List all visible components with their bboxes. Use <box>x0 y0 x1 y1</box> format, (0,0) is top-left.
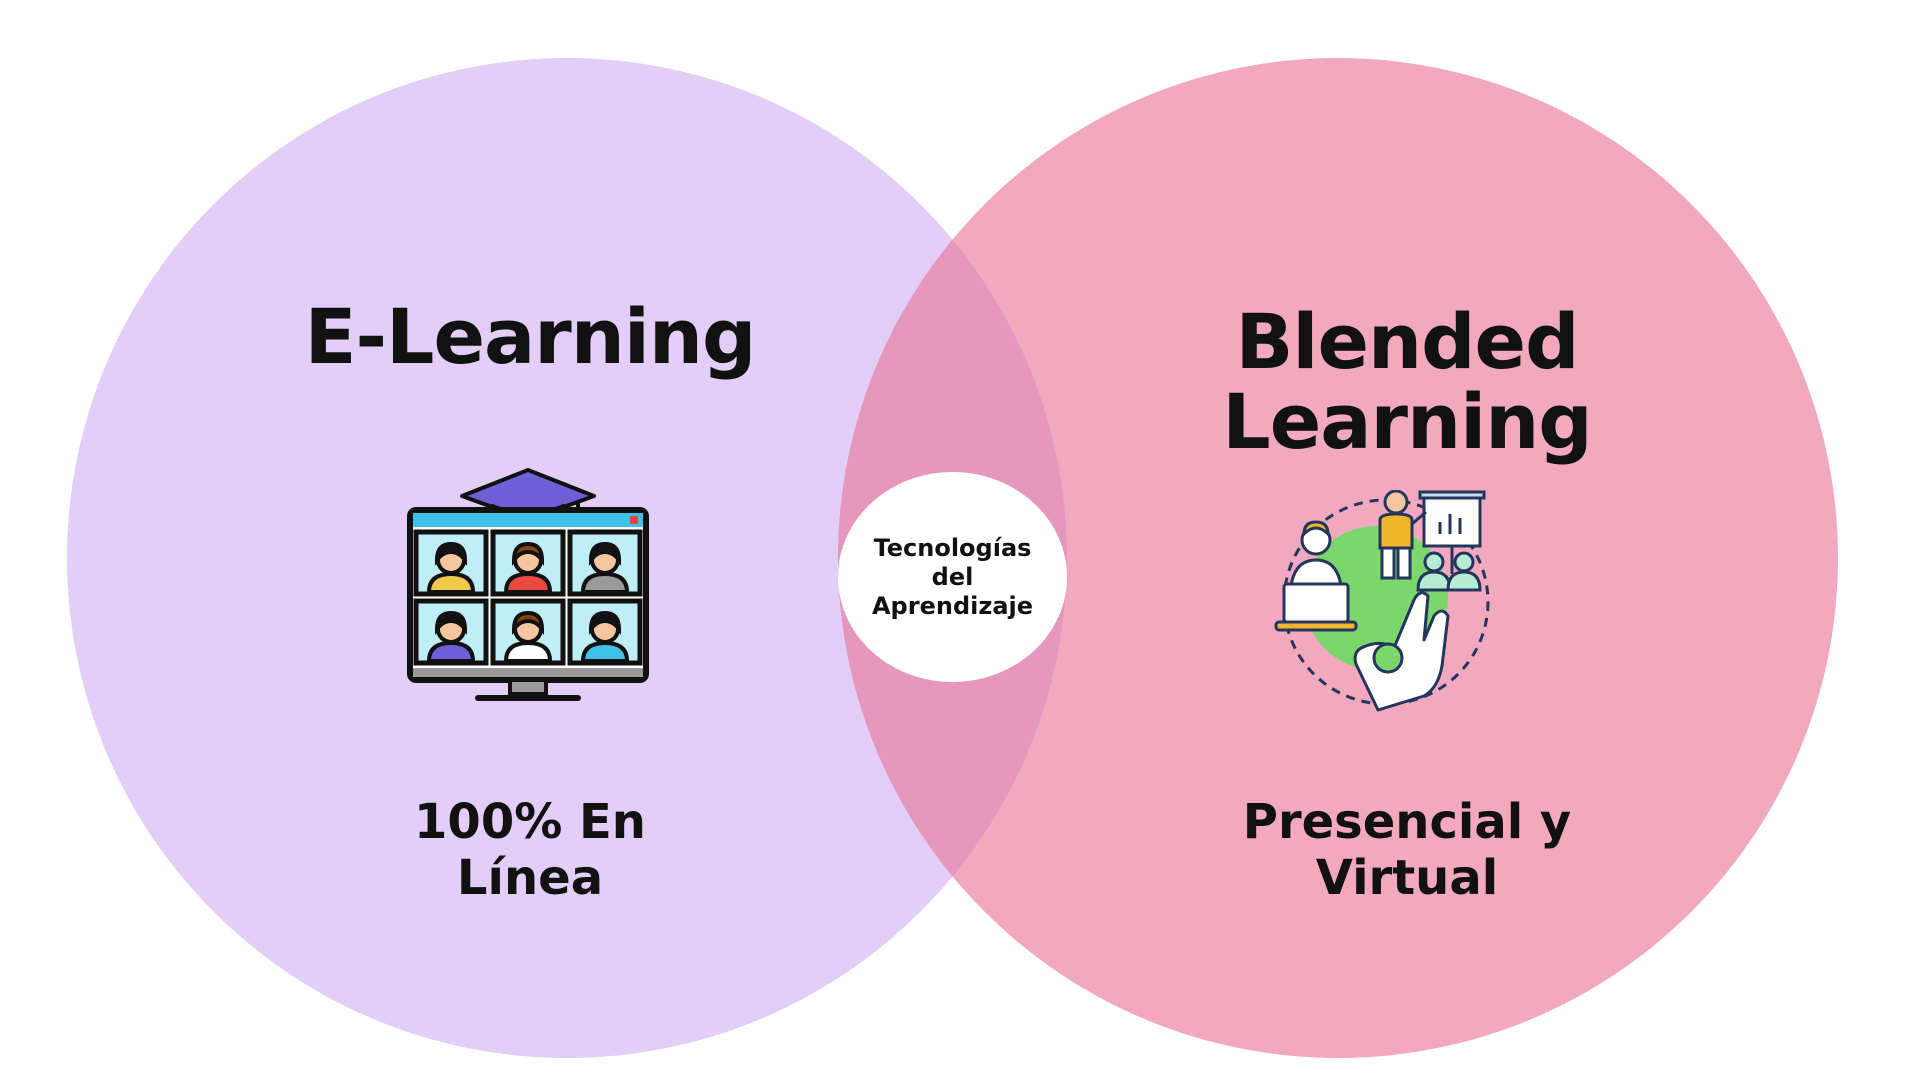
blended-learning-title: Blended Learning <box>1222 297 1592 466</box>
blended-learning-caption: Presencial y Virtual <box>1242 794 1572 906</box>
elearning-caption: 100% En Línea <box>414 794 646 906</box>
center-label: Tecnologías del Aprendizaje <box>871 533 1034 620</box>
blended-learning-icon <box>1274 490 1490 712</box>
center-badge: Tecnologías del Aprendizaje <box>838 472 1067 682</box>
online-class-monitor-icon <box>407 468 649 701</box>
elearning-title: E-Learning <box>304 292 757 381</box>
